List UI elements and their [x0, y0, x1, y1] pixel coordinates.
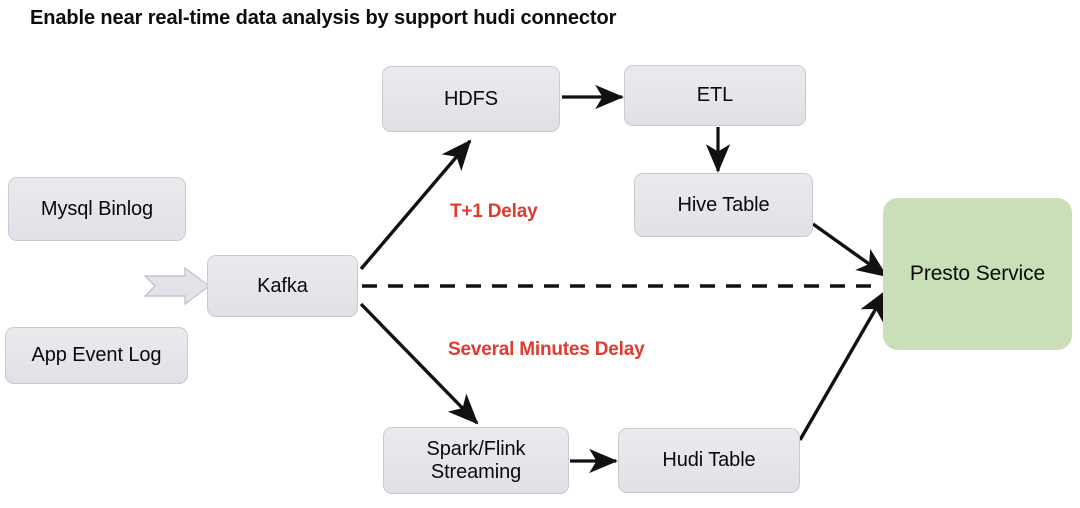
node-presto-service-label: Presto Service — [909, 262, 1046, 286]
edge-kafka-to-hdfs — [359, 139, 472, 271]
node-etl[interactable]: ETL — [624, 65, 806, 126]
node-mysql-binlog-label: Mysql Binlog — [40, 197, 154, 220]
node-kafka-label: Kafka — [257, 274, 308, 297]
node-app-event-log-label: App Event Log — [31, 344, 162, 367]
node-mysql-binlog[interactable]: Mysql Binlog — [8, 177, 186, 241]
edge-hive-table-to-presto-service — [812, 222, 888, 278]
node-spark-flink-streaming-label-line2: Streaming — [430, 460, 522, 483]
edge-hudi-table-to-presto-service — [798, 289, 888, 441]
node-hdfs-label: HDFS — [443, 87, 499, 110]
annotation-t1-delay: T+1 Delay — [450, 201, 538, 222]
node-hive-table[interactable]: Hive Table — [634, 173, 813, 237]
node-kafka[interactable]: Kafka — [207, 255, 358, 317]
block-arrow-sources-to-kafka — [143, 266, 211, 306]
node-hive-table-label: Hive Table — [677, 193, 770, 216]
page-title: Enable near real-time data analysis by s… — [30, 7, 617, 29]
node-hudi-table-label: Hudi Table — [662, 449, 756, 472]
node-spark-flink-streaming-label-line1: Spark/Flink — [426, 437, 526, 460]
annotation-several-minutes-delay: Several Minutes Delay — [448, 339, 645, 360]
node-hdfs[interactable]: HDFS — [382, 66, 560, 132]
node-app-event-log[interactable]: App Event Log — [5, 327, 188, 384]
node-spark-flink-streaming[interactable]: Spark/Flink Streaming — [383, 427, 569, 494]
node-etl-label: ETL — [696, 84, 734, 107]
node-presto-service[interactable]: Presto Service — [883, 198, 1072, 350]
node-hudi-table[interactable]: Hudi Table — [618, 428, 800, 493]
edge-kafka-to-spark-flink-streaming — [359, 302, 479, 425]
